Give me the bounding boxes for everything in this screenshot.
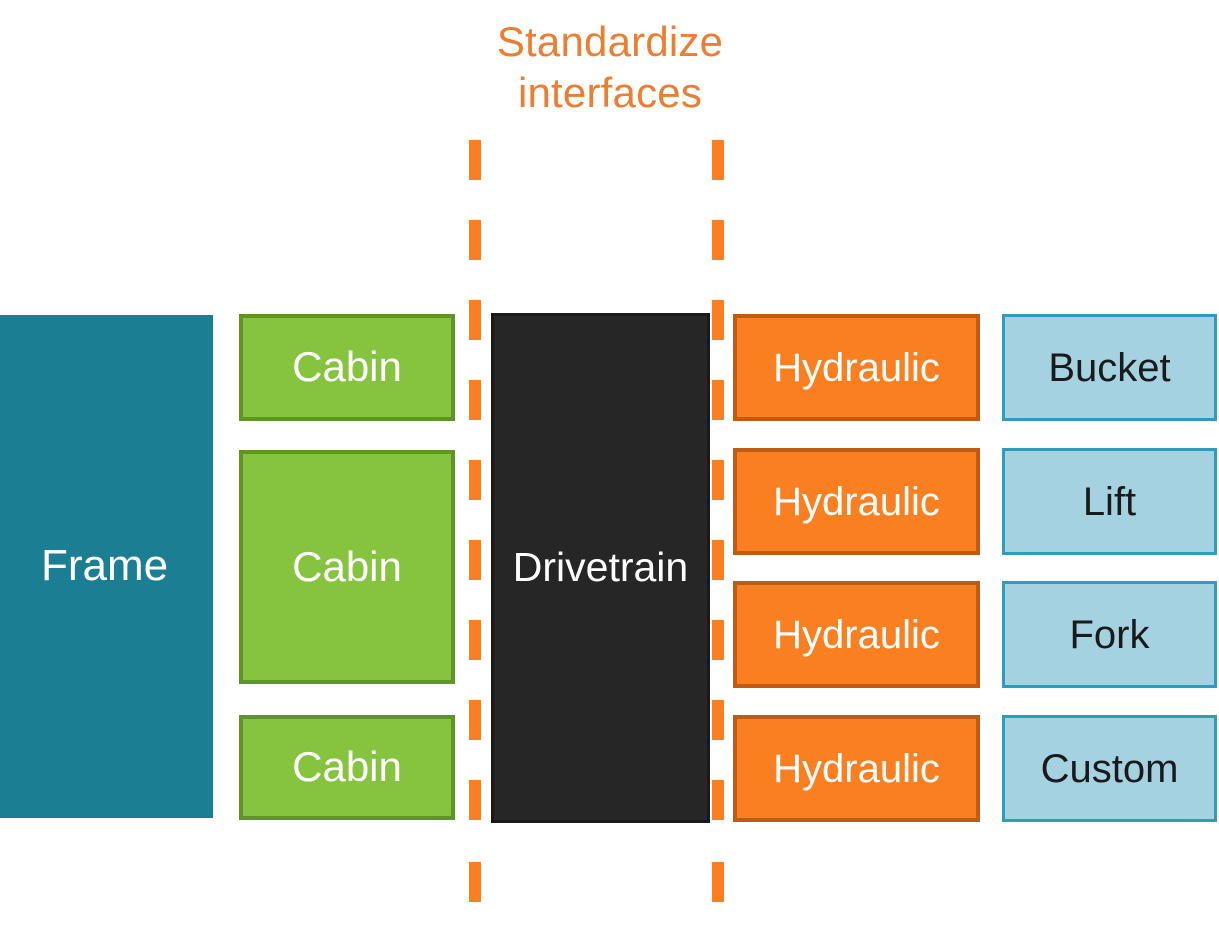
- block-hydraulic-2-label: Hydraulic: [773, 479, 940, 524]
- block-drivetrain[interactable]: Drivetrain: [491, 313, 710, 823]
- dash-segment: [712, 220, 724, 260]
- dash-segment: [712, 140, 724, 180]
- dash-segment: [469, 700, 481, 740]
- block-cabin-2-label: Cabin: [292, 542, 402, 590]
- block-hydraulic-1-label: Hydraulic: [773, 345, 940, 390]
- page-title: Standardize interfaces: [496, 18, 724, 117]
- left-interface-dashed-line: [469, 140, 481, 902]
- dash-segment: [712, 862, 724, 902]
- dash-segment: [712, 620, 724, 660]
- block-attachment-fork-label: Fork: [1069, 612, 1150, 657]
- block-cabin-1[interactable]: Cabin: [239, 314, 455, 421]
- block-hydraulic-3-label: Hydraulic: [773, 612, 940, 657]
- dash-segment: [712, 780, 724, 820]
- dash-segment: [469, 862, 481, 902]
- dash-segment: [469, 460, 481, 500]
- block-cabin-2[interactable]: Cabin: [239, 450, 455, 684]
- dash-segment: [469, 540, 481, 580]
- dash-segment: [469, 220, 481, 260]
- block-frame[interactable]: Frame: [0, 315, 213, 818]
- block-attachment-bucket-label: Bucket: [1048, 345, 1171, 390]
- block-attachment-bucket[interactable]: Bucket: [1002, 314, 1217, 421]
- block-frame-label: Frame: [40, 541, 169, 591]
- dash-segment: [712, 380, 724, 420]
- dash-segment: [712, 460, 724, 500]
- right-interface-dashed-line: [712, 140, 724, 902]
- block-cabin-3[interactable]: Cabin: [239, 715, 455, 820]
- dash-segment: [712, 700, 724, 740]
- block-attachment-lift-label: Lift: [1082, 479, 1137, 524]
- block-attachment-custom-label: Custom: [1040, 746, 1179, 791]
- dash-segment: [712, 540, 724, 580]
- block-cabin-3-label: Cabin: [292, 743, 402, 791]
- block-drivetrain-label: Drivetrain: [512, 544, 689, 591]
- block-attachment-lift[interactable]: Lift: [1002, 448, 1217, 555]
- block-hydraulic-3[interactable]: Hydraulic: [733, 581, 980, 688]
- dash-segment: [469, 140, 481, 180]
- block-hydraulic-2[interactable]: Hydraulic: [733, 448, 980, 555]
- dash-segment: [712, 300, 724, 340]
- block-hydraulic-4[interactable]: Hydraulic: [733, 715, 980, 822]
- block-attachment-fork[interactable]: Fork: [1002, 581, 1217, 688]
- dash-segment: [469, 380, 481, 420]
- block-hydraulic-4-label: Hydraulic: [773, 746, 940, 791]
- block-cabin-1-label: Cabin: [292, 343, 402, 391]
- dash-segment: [469, 780, 481, 820]
- dash-segment: [469, 620, 481, 660]
- dash-segment: [469, 300, 481, 340]
- block-attachment-custom[interactable]: Custom: [1002, 715, 1217, 822]
- block-hydraulic-1[interactable]: Hydraulic: [733, 314, 980, 421]
